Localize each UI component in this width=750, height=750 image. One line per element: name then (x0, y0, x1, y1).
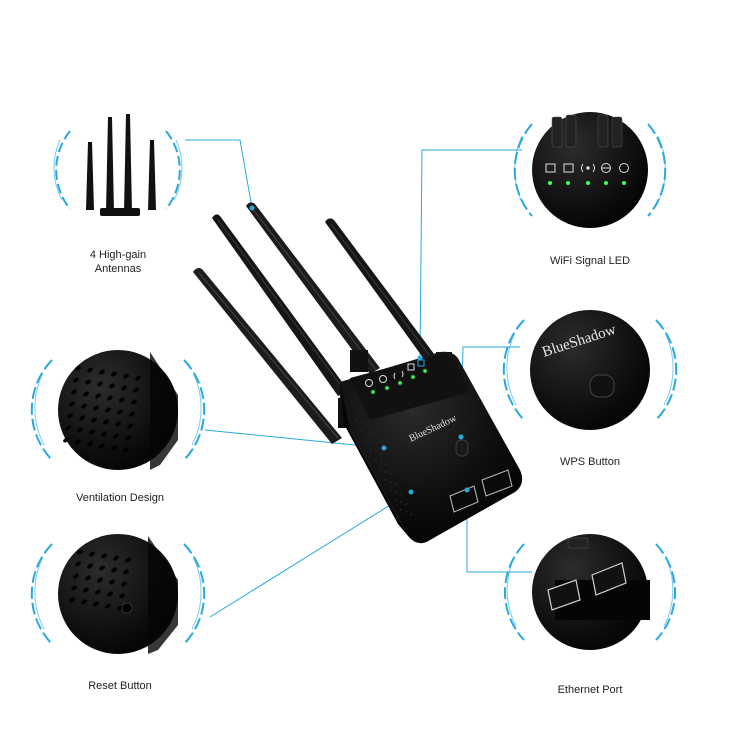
antenna-icon (86, 114, 156, 216)
reset-vent-holes-icon (69, 549, 131, 611)
power-icon (619, 163, 629, 173)
wps-button-icon (589, 374, 615, 398)
antennas-label-line2: Antennas (94, 263, 142, 275)
led-indicators (548, 181, 626, 185)
wifi-led-label: WiFi Signal LED (549, 255, 631, 267)
ventilation-label: Ventilation Design (75, 492, 165, 504)
wifi-led-detail-circle (513, 112, 667, 228)
wps-detail-circle: BlueShadow (502, 310, 678, 430)
extender-product: BlueShadow (193, 202, 523, 544)
antennas-label-line1: 4 High-gain (89, 249, 147, 261)
globe-icon (379, 375, 387, 383)
ethernet-port-icon (449, 469, 513, 513)
reset-label: Reset Button (88, 680, 152, 692)
pointer-dots (249, 205, 470, 495)
signal-bars-icon (563, 163, 574, 173)
reset-detail-circle (30, 534, 206, 654)
power-icon (365, 379, 373, 387)
antennas-detail-circle (53, 114, 183, 225)
ethernet-label: Ethernet Port (557, 684, 623, 696)
reset-hole-icon (121, 602, 133, 614)
wifi-icon (581, 163, 595, 173)
ventilation-detail-circle (30, 350, 206, 470)
wps-button (455, 439, 469, 457)
antennas-label: 4 High-gain Antennas (68, 248, 168, 276)
wifi-icon (393, 370, 404, 380)
ethernet-detail-circle (503, 534, 677, 650)
vent-holes-icon (63, 365, 141, 453)
antenna-icon (193, 202, 462, 444)
wps-label: WPS Button (560, 456, 620, 468)
signal-bars-icon (407, 363, 415, 371)
ethernet-port-icon (547, 562, 627, 611)
signal-bars-icon (545, 163, 556, 173)
